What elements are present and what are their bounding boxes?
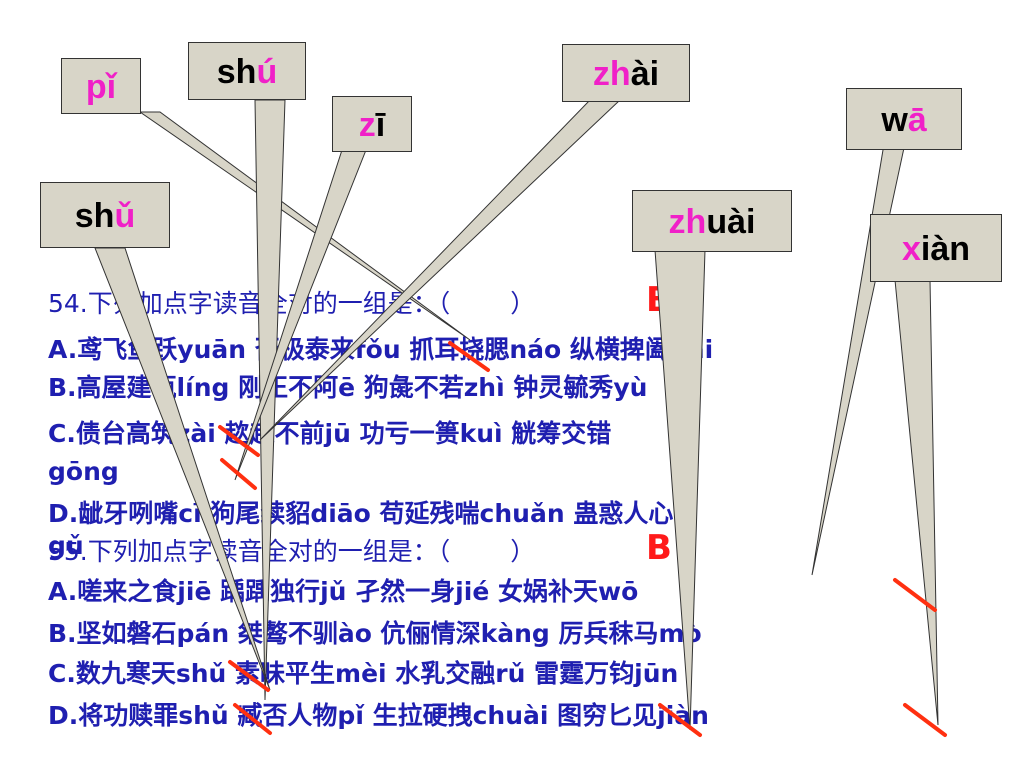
q54-stem-close: ） bbox=[510, 289, 536, 318]
strike-mark bbox=[228, 660, 270, 692]
callout-wa-final: ā bbox=[907, 101, 927, 139]
q54-option-c-cont: gōng bbox=[48, 457, 119, 486]
callout-tail-pi bbox=[138, 111, 471, 341]
callout-shu2-final: ú bbox=[256, 53, 278, 91]
q55-stem-close: ） bbox=[510, 537, 536, 566]
callout-shu2-initial: sh bbox=[216, 53, 257, 91]
callout-shu3-initial: sh bbox=[74, 197, 115, 235]
callout-xian-initial: x bbox=[901, 230, 921, 268]
callout-zhai-initial: zh bbox=[592, 55, 631, 93]
callout-shu2: shú bbox=[188, 42, 306, 100]
q54-option-d-cont: gǔ bbox=[48, 531, 84, 560]
callout-pi-initial: p bbox=[85, 68, 107, 106]
callout-pi: pǐ bbox=[61, 58, 141, 114]
callout-wa-initial: w bbox=[881, 101, 908, 139]
q55-option-d: D.将功赎罪shǔ 臧否人物pǐ 生拉硬拽chuài 图穷匕见jiàn bbox=[48, 701, 709, 730]
callout-zhuai-final: uài bbox=[706, 203, 756, 241]
q55-stem: 55.下列加点字读音全对的一组是：（ ） bbox=[48, 536, 535, 568]
strike-mark bbox=[233, 703, 272, 735]
q54-option-c: C.债台高筑zài 趑趄不前jū 功亏一篑kuì 觥筹交错 bbox=[48, 419, 612, 448]
q55-stem-text: 55.下列加点字读音全对的一组是：（ bbox=[48, 537, 451, 566]
q54-option-d: D.龇牙咧嘴cī 狗尾续貂diāo 苟延残喘chuǎn 蛊惑人心 bbox=[48, 499, 674, 528]
strike-mark bbox=[448, 341, 490, 372]
callout-shu3: shǔ bbox=[40, 182, 170, 248]
callout-xian-final: iàn bbox=[920, 230, 971, 268]
strike-mark bbox=[218, 425, 260, 457]
callout-zi: zī bbox=[332, 96, 412, 152]
callout-zhai-final: ài bbox=[630, 55, 660, 93]
callout-tail-zi bbox=[234, 149, 367, 481]
callout-tail-xian bbox=[894, 279, 939, 726]
callout-pi-final: ǐ bbox=[106, 68, 117, 106]
strike-mark bbox=[220, 458, 257, 490]
callout-zhuai: zhuài bbox=[632, 190, 792, 252]
q55-option-b: B.坚如磐石pán 桀骜不驯ào 伉俪情深kàng 厉兵秣马mò bbox=[48, 619, 702, 648]
callout-zi-initial: z bbox=[358, 106, 376, 144]
callout-tail-zhuai bbox=[654, 249, 706, 731]
callout-zi-final: ī bbox=[375, 106, 386, 144]
strike-mark bbox=[658, 703, 702, 737]
callout-tail-wa bbox=[811, 119, 911, 576]
callout-shu3-final: ǔ bbox=[114, 197, 136, 235]
q55-answer: B bbox=[646, 528, 672, 568]
strike-mark bbox=[903, 703, 947, 737]
callout-zhuai-initial: zh bbox=[668, 203, 707, 241]
callout-tail-shu2 bbox=[254, 99, 286, 701]
callout-tail-shu3 bbox=[94, 247, 271, 691]
q55-option-a: A.嗟来之食jiē 踽踽独行jǔ 孑然一身jié 女娲补天wō bbox=[48, 577, 639, 606]
callout-wa: wā bbox=[846, 88, 962, 150]
callout-xian: xiàn bbox=[870, 214, 1002, 282]
q55-option-c: C.数九寒天shǔ 素昧平生mèi 水乳交融rǔ 雷霆万钧jūn bbox=[48, 659, 679, 688]
strike-mark bbox=[893, 578, 937, 612]
callout-zhai: zhài bbox=[562, 44, 690, 102]
